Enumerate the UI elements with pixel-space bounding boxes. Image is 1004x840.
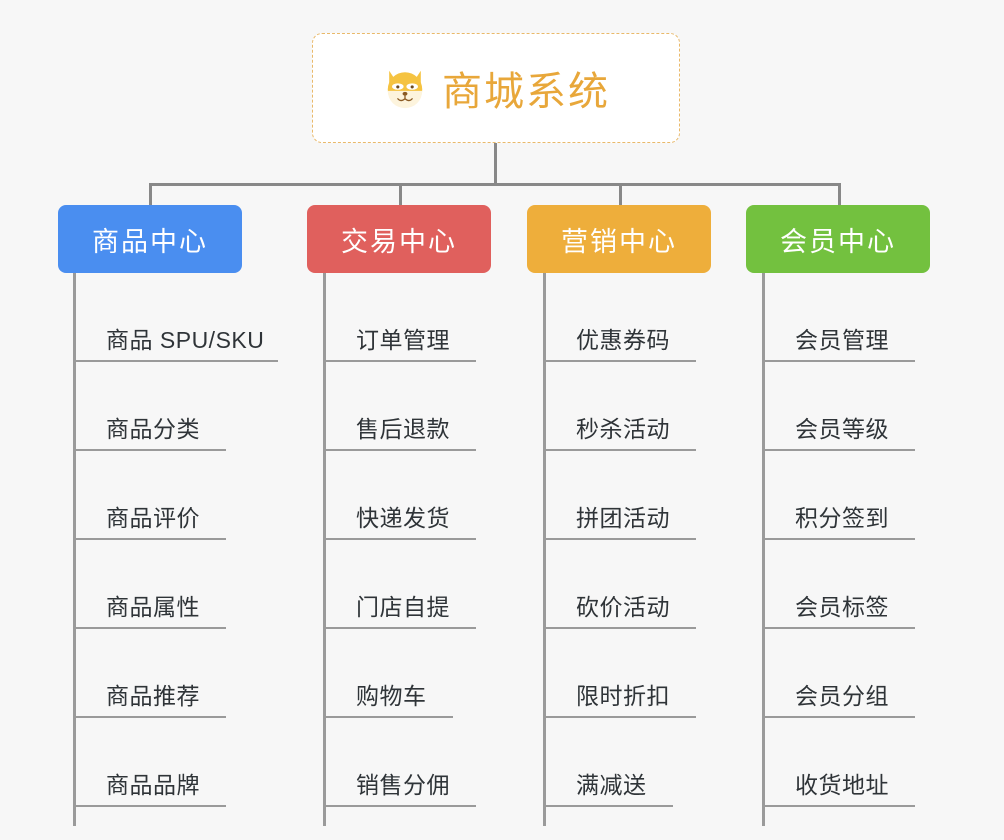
connector-horizontal-bus bbox=[150, 183, 840, 186]
category-label-trade: 交易中心 bbox=[341, 226, 457, 257]
leaf-spine-members bbox=[762, 273, 765, 826]
dog-face-icon bbox=[382, 65, 428, 111]
connector-root-stem bbox=[494, 143, 497, 185]
connector-drop-1 bbox=[149, 183, 152, 207]
category-box-trade[interactable]: 交易中心 bbox=[307, 205, 491, 273]
category-label-products: 商品中心 bbox=[92, 226, 208, 257]
leaf-item-product-recommend[interactable]: 商品推荐 bbox=[73, 629, 226, 718]
root-node[interactable]: 商城系统 bbox=[312, 33, 680, 143]
connector-drop-3 bbox=[619, 183, 622, 207]
leaf-item-flash-sale[interactable]: 秒杀活动 bbox=[543, 362, 696, 451]
leaf-spine-trade bbox=[323, 273, 326, 826]
category-label-marketing: 营销中心 bbox=[561, 226, 677, 257]
leaf-item-member-tag[interactable]: 会员标签 bbox=[762, 540, 915, 629]
leaf-item-member-group[interactable]: 会员分组 bbox=[762, 629, 915, 718]
leaf-item-product-brand[interactable]: 商品品牌 bbox=[73, 718, 226, 807]
leaf-item-group-buy[interactable]: 拼团活动 bbox=[543, 451, 696, 540]
category-label-members: 会员中心 bbox=[780, 226, 896, 257]
leaf-spine-products bbox=[73, 273, 76, 826]
leaf-item-member-level[interactable]: 会员等级 bbox=[762, 362, 915, 451]
connector-drop-4 bbox=[838, 183, 841, 207]
category-box-marketing[interactable]: 营销中心 bbox=[527, 205, 711, 273]
leaf-item-product-spu-sku[interactable]: 商品 SPU/SKU bbox=[73, 273, 278, 362]
leaf-item-member-management[interactable]: 会员管理 bbox=[762, 273, 915, 362]
leaf-item-product-review[interactable]: 商品评价 bbox=[73, 451, 226, 540]
leaf-item-store-pickup[interactable]: 门店自提 bbox=[323, 540, 476, 629]
leaf-item-bargain[interactable]: 砍价活动 bbox=[543, 540, 696, 629]
leaf-item-full-reduction-gift[interactable]: 满减送 bbox=[543, 718, 673, 807]
leaf-item-sales-commission[interactable]: 销售分佣 bbox=[323, 718, 476, 807]
leaf-item-after-sales-refund[interactable]: 售后退款 bbox=[323, 362, 476, 451]
leaf-item-coupon-code[interactable]: 优惠券码 bbox=[543, 273, 696, 362]
leaf-spine-marketing bbox=[543, 273, 546, 826]
category-box-products[interactable]: 商品中心 bbox=[58, 205, 242, 273]
leaf-item-express-shipping[interactable]: 快递发货 bbox=[323, 451, 476, 540]
leaf-item-order-management[interactable]: 订单管理 bbox=[323, 273, 476, 362]
category-label-members-box[interactable]: 会员中心 bbox=[746, 205, 930, 273]
leaf-item-points-checkin[interactable]: 积分签到 bbox=[762, 451, 915, 540]
leaf-item-shipping-address[interactable]: 收货地址 bbox=[762, 718, 915, 807]
leaf-item-product-category[interactable]: 商品分类 bbox=[73, 362, 226, 451]
leaf-item-shopping-cart[interactable]: 购物车 bbox=[323, 629, 453, 718]
leaf-item-product-attribute[interactable]: 商品属性 bbox=[73, 540, 226, 629]
leaf-item-limited-discount[interactable]: 限时折扣 bbox=[543, 629, 696, 718]
connector-drop-2 bbox=[399, 183, 402, 207]
root-title: 商城系统 bbox=[442, 70, 610, 114]
